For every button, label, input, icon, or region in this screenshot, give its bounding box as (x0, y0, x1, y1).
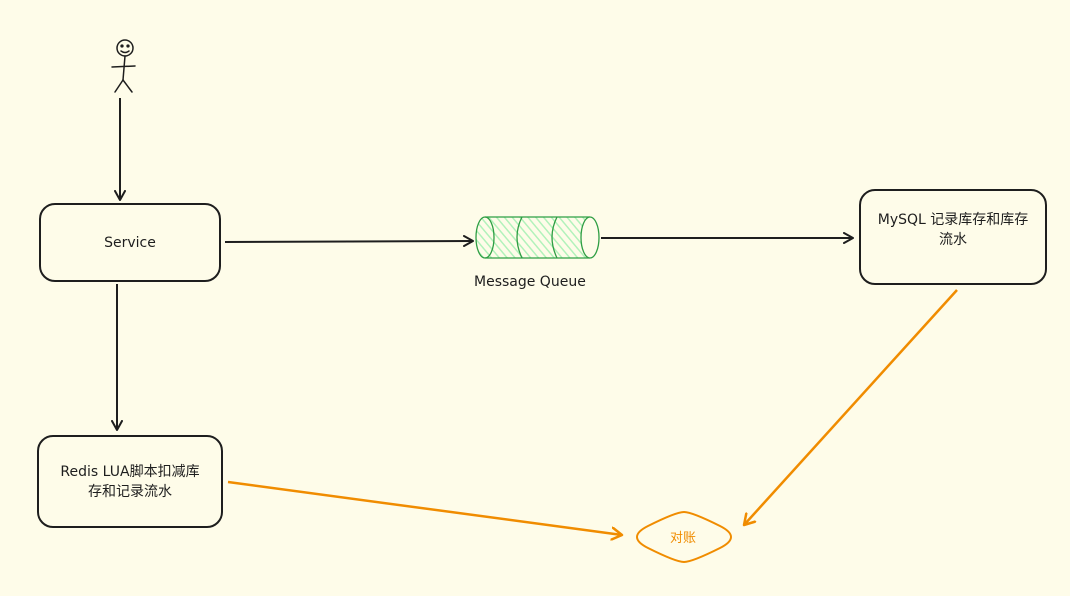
message-queue-shape (475, 216, 600, 259)
mysql-node[interactable]: MySQL 记录库存和库存 流水 (859, 189, 1047, 285)
redis-node-label-line1: Redis LUA脚本扣减库 (60, 463, 200, 480)
reconcile-label: 对账 (670, 531, 697, 546)
service-node[interactable]: Service (39, 203, 221, 282)
mysql-node-label-line2: 流水 (939, 232, 967, 248)
user-stick-figure-icon (111, 39, 136, 93)
mysql-node-label-line1: MySQL 记录库存和库存 (877, 212, 1029, 228)
message-queue-label: Message Queue (474, 274, 586, 290)
reconcile-diamond-shape (636, 510, 732, 564)
arrow-redis-to-reconcile (227, 480, 622, 535)
service-node-label: Service (104, 234, 156, 251)
redis-node[interactable]: Redis LUA脚本扣减库 存和记录流水 (37, 435, 223, 528)
arrow-service-to-queue (224, 235, 474, 248)
arrow-mysql-to-reconcile (744, 289, 958, 525)
redis-node-label-line2: 存和记录流水 (88, 483, 172, 500)
